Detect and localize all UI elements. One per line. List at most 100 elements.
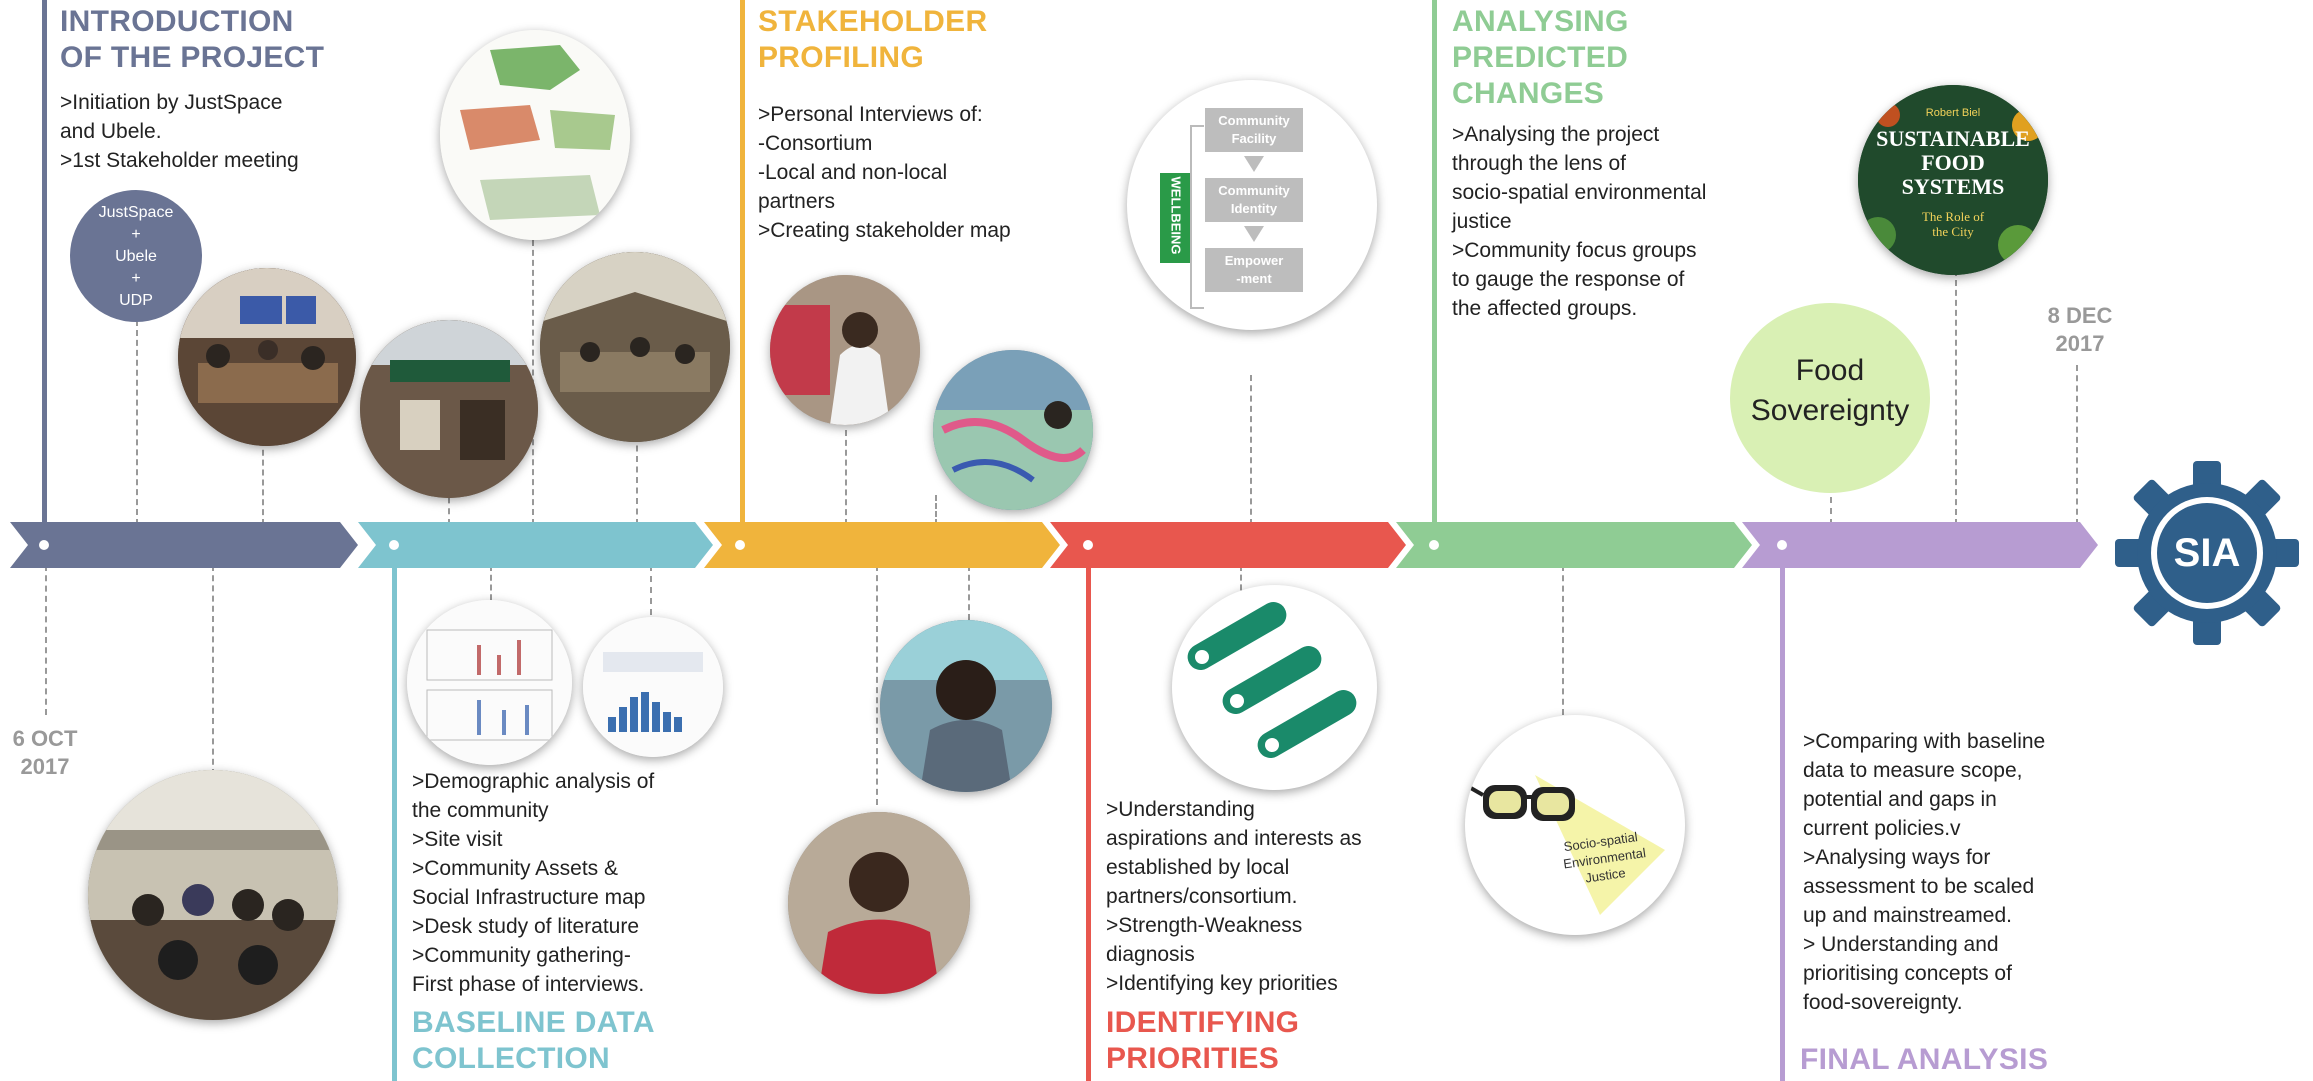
start-date-day: 6 OCT <box>12 726 78 751</box>
text-line: potential and gaps in <box>1803 788 1997 811</box>
interview-photo-2 <box>880 620 1052 792</box>
wellbeing-label: WELLBEING <box>1168 176 1184 255</box>
glasses-icon <box>1468 775 1665 915</box>
text-line: aspirations and interests as <box>1106 827 1362 850</box>
phase1-title-line2: OF THE PROJECT <box>60 41 325 74</box>
community-identity-box: Community Identity <box>1205 178 1303 222</box>
partners-circle: JustSpace + Ubele + UDP <box>70 190 202 322</box>
text-line: >1st Stakeholder meeting <box>60 149 299 172</box>
phase4-line <box>1086 560 1091 1081</box>
partner-ubele: Ubele <box>115 248 157 265</box>
timeline-bar <box>10 522 2098 568</box>
text-line: the community <box>412 799 549 822</box>
text-line: up and mainstreamed. <box>1803 904 2012 927</box>
text-line: prioritising concepts of <box>1803 962 2012 985</box>
book-subtitle-line: The Role of <box>1921 209 1985 224</box>
text-line: current policies.v <box>1803 817 1961 840</box>
interview-photo-1 <box>770 275 920 425</box>
text-line: the affected groups. <box>1452 297 1638 320</box>
text-line: >Analysing the project <box>1452 123 1660 146</box>
phase2-title-line1: BASELINE DATA <box>412 1006 655 1039</box>
text-line: >Personal Interviews of: <box>758 103 983 126</box>
text-line: >Initiation by JustSpace <box>60 91 283 114</box>
phase5-title: ANALYSING PREDICTED CHANGES <box>1452 4 1629 112</box>
connector <box>45 565 47 715</box>
book-subtitle: The Role of the City <box>1858 209 2048 239</box>
text-line: -Local and non-local <box>758 161 948 184</box>
text-line: and Ubele. <box>60 120 162 143</box>
text-line: diagnosis <box>1106 943 1195 966</box>
partner-plus: + <box>131 226 141 243</box>
text-line: partners <box>758 190 836 213</box>
book-title: SUSTAINABLE FOOD SYSTEMS <box>1858 127 2048 199</box>
sia-gear: SIA <box>2112 458 2302 648</box>
end-date-day: 8 DEC <box>2047 303 2113 328</box>
phase6-title-line1: FINAL ANALYSIS <box>1800 1043 2049 1076</box>
maps-photo <box>440 30 630 240</box>
book-subtitle-line: the City <box>1932 224 1974 239</box>
community-gathering-photo <box>88 770 338 1020</box>
phase4-title-line2: PRIORITIES <box>1106 1042 1280 1075</box>
phase1-text: >Initiation by JustSpace and Ubele. >1st… <box>60 88 360 175</box>
connector <box>650 565 652 615</box>
phase4-text: >Understanding aspirations and interests… <box>1106 795 1426 998</box>
down-arrow-icon <box>1244 156 1264 172</box>
phase2-title-line2: COLLECTION <box>412 1042 610 1075</box>
text-line: data to measure scope, <box>1803 759 2023 782</box>
phase3-text: >Personal Interviews of: -Consortium -Lo… <box>758 100 1078 245</box>
phase1-title-line1: INTRODUCTION <box>60 5 294 38</box>
phase2-title: BASELINE DATA COLLECTION <box>412 1005 655 1077</box>
priorities-diagram <box>1172 585 1377 790</box>
empowerment-box: Empower -ment <box>1205 248 1303 292</box>
text-line: >Desk study of literature <box>412 915 640 938</box>
connector <box>532 230 534 525</box>
meeting-photo <box>178 268 356 446</box>
phase3-title-line2: PROFILING <box>758 41 925 74</box>
text-line: through the lens of <box>1452 152 1626 175</box>
text-line: >Community gathering- <box>412 944 631 967</box>
text-line: >Identifying key priorities <box>1106 972 1338 995</box>
box-text: Community <box>1218 183 1290 198</box>
text-line: > Understanding and <box>1803 933 1999 956</box>
book-title-line: SUSTAINABLE <box>1876 126 2030 151</box>
community-centre-photo <box>360 320 538 498</box>
connector <box>636 435 638 525</box>
mural-photo <box>933 350 1093 510</box>
text-line: >Site visit <box>412 828 503 851</box>
partner-plus: + <box>131 270 141 287</box>
text-line: established by local <box>1106 856 1290 879</box>
book-author: Robert Biel <box>1925 107 1981 119</box>
connector <box>1562 565 1564 715</box>
phase4-title: IDENTIFYING PRIORITIES <box>1106 1005 1299 1077</box>
text-line: First phase of interviews. <box>412 973 645 996</box>
food-sovereignty-circle: Food Sovereignty <box>1730 303 1930 493</box>
gear-icon <box>2115 461 2299 645</box>
connector <box>2076 365 2078 525</box>
community-facility-box: Community Facility <box>1205 108 1303 152</box>
phase5-title-line1: ANALYSING <box>1452 5 1629 38</box>
partner-udp: UDP <box>119 292 153 309</box>
box-text: Identity <box>1230 201 1278 216</box>
text-line: >Understanding <box>1106 798 1255 821</box>
book-title-line: FOOD <box>1921 150 1985 175</box>
start-date: 6 OCT 2017 <box>0 725 90 781</box>
chart-photo-2 <box>583 617 723 757</box>
phase3-title-line1: STAKEHOLDER <box>758 5 988 38</box>
text-line: to gauge the response of <box>1452 268 1685 291</box>
phase6-title: FINAL ANALYSIS <box>1800 1042 2048 1078</box>
connector <box>876 565 878 805</box>
connector <box>136 320 138 525</box>
phase4-title-line1: IDENTIFYING <box>1106 1006 1300 1039</box>
box-text: Community <box>1218 113 1290 128</box>
end-date: 8 DEC 2017 <box>2030 302 2130 358</box>
text-line: socio-spatial environmental <box>1452 181 1707 204</box>
text-line: -Consortium <box>758 132 873 155</box>
text-line: >Comparing with baseline <box>1803 730 2046 753</box>
box-text: Empower <box>1224 253 1284 268</box>
cafe-interior-photo <box>540 252 730 442</box>
partner-justspace: JustSpace <box>98 204 174 221</box>
start-date-year: 2017 <box>20 754 70 779</box>
sia-label: SIA <box>2173 531 2241 575</box>
text-line: Social Infrastructure map <box>412 886 646 909</box>
book-title-line: SYSTEMS <box>1901 174 2005 199</box>
